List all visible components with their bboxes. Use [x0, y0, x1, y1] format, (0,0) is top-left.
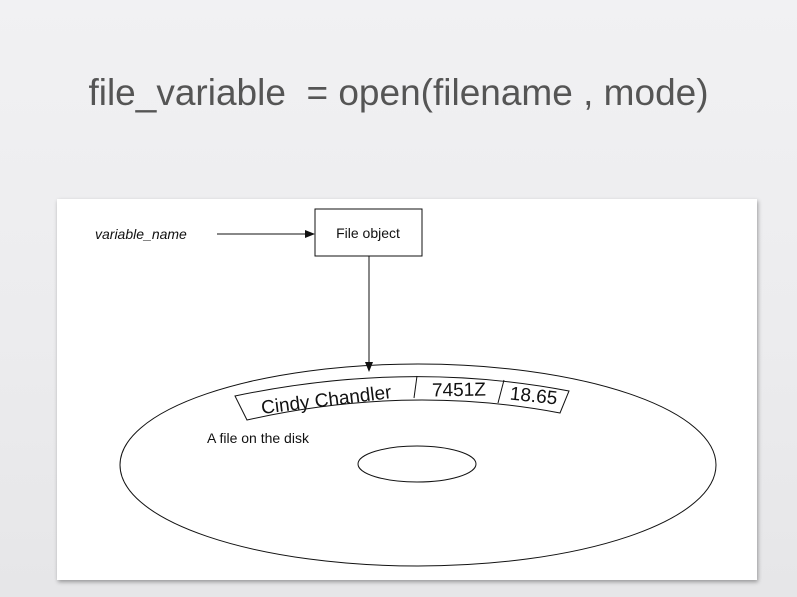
file-object-label: File object — [336, 225, 400, 241]
disk-hub — [357, 445, 477, 483]
record-field-value: 18.65 — [509, 384, 558, 410]
record-divider-2 — [497, 379, 505, 404]
disk-outer — [119, 363, 717, 567]
disk-label: A file on the disk — [207, 430, 310, 446]
record-strip — [234, 376, 570, 421]
diagram-panel: variable_name File object Cindy Chandler… — [57, 199, 757, 580]
file-record: Cindy Chandler 7451Z 18.65 — [234, 375, 570, 421]
slide-title: file_variable = open(filename , mode) — [88, 72, 709, 113]
variable-name-label: variable_name — [95, 226, 187, 242]
record-divider-1 — [413, 375, 418, 399]
record-field-id: 7451Z — [432, 380, 487, 402]
file-diagram: variable_name File object Cindy Chandler… — [95, 208, 717, 567]
